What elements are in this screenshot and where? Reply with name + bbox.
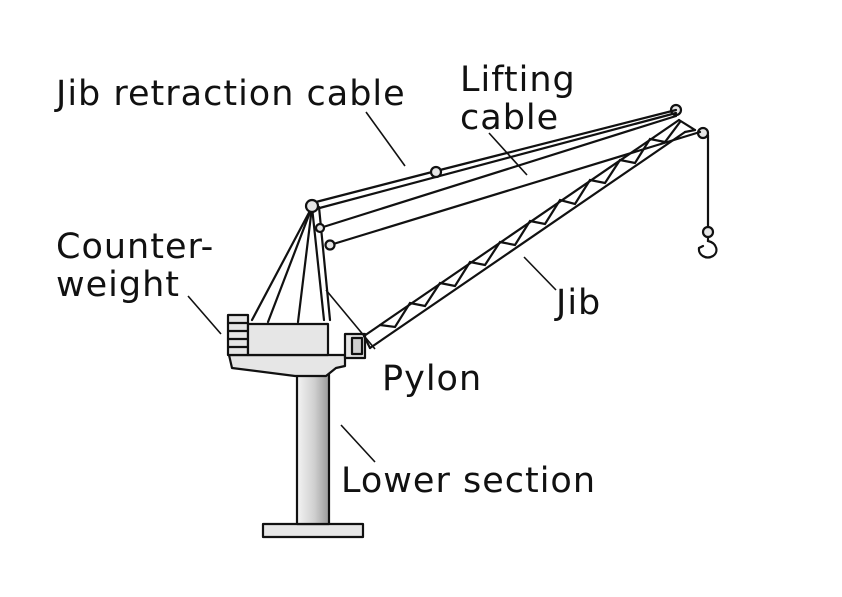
label-counterweight-line2: weight bbox=[56, 265, 180, 305]
label-jib-retraction-cable: Jib retraction cable bbox=[54, 74, 406, 114]
label-pylon: Pylon bbox=[382, 359, 482, 399]
hook-icon bbox=[697, 225, 718, 259]
label-lifting-cable-line1: Lifting bbox=[460, 60, 576, 100]
jib-retraction-cable bbox=[310, 108, 678, 212]
leader-jib bbox=[523, 256, 557, 291]
operator-cab bbox=[343, 332, 367, 360]
lower-section-column bbox=[295, 370, 331, 526]
label-lower-section: Lower section bbox=[341, 461, 596, 501]
counterweight-blocks bbox=[226, 313, 250, 357]
label-jib: Jib bbox=[554, 283, 601, 323]
leader-pylon bbox=[325, 289, 376, 350]
slewing-platform bbox=[227, 353, 347, 378]
base-plate bbox=[261, 522, 365, 539]
leader-lower-section bbox=[340, 424, 376, 463]
jib-boom bbox=[362, 118, 697, 350]
machinery-house bbox=[246, 322, 330, 357]
label-lifting-cable-line2: cable bbox=[460, 98, 559, 138]
label-counterweight-line1: Counter- bbox=[56, 227, 214, 267]
leader-lifting-cable bbox=[488, 132, 528, 176]
leader-counterweight bbox=[187, 295, 222, 335]
jib-lattice bbox=[378, 120, 682, 329]
lifting-cable bbox=[314, 114, 710, 251]
leader-jib-retraction-cable bbox=[365, 111, 406, 167]
pylon-top-sheave bbox=[304, 198, 320, 214]
